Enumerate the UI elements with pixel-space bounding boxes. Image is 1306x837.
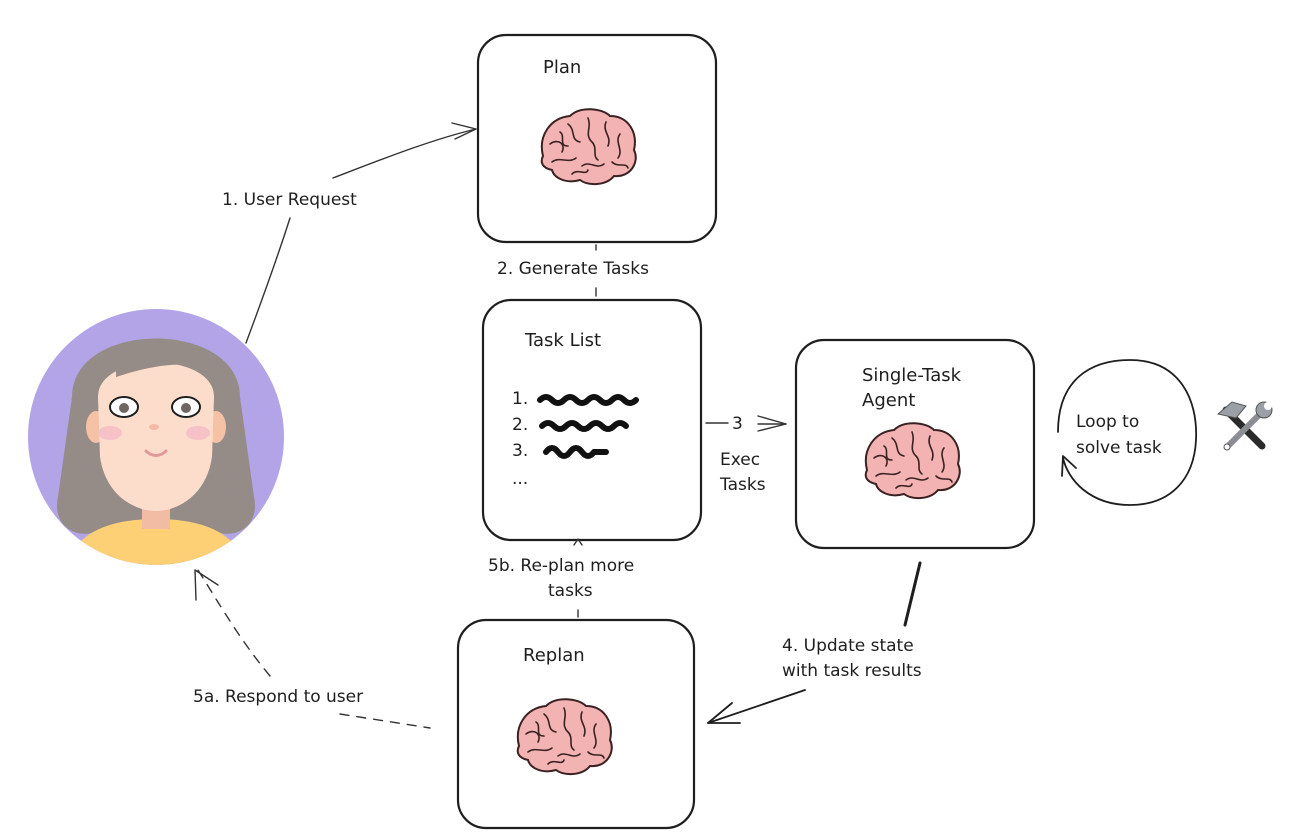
brain-icon [540, 108, 637, 186]
edge-user-request: 1. User Request [222, 122, 477, 344]
edge-label-exec-line2: Tasks [719, 475, 766, 495]
loop-label-line1: Loop to [1076, 412, 1139, 432]
task-item-number: 1. [512, 389, 528, 409]
loop-label-line2: solve task [1076, 438, 1162, 458]
edge-label-exec-line1: Exec [720, 450, 760, 470]
hammer-and-wrench-icon [1216, 401, 1273, 451]
agent-title-line1: Single-Task [862, 365, 962, 386]
task-list-node: Task List 1. 2. 3. ... [481, 298, 703, 542]
edge-generate-tasks: 2. Generate Tasks [497, 244, 649, 297]
replan-node: Replan [456, 618, 696, 830]
brain-icon [864, 422, 961, 500]
brain-icon [516, 698, 613, 776]
single-task-agent-node: Single-Task Agent [794, 338, 1036, 550]
replan-title: Replan [523, 645, 585, 666]
task-scribble [539, 420, 629, 432]
edge-exec-tasks: 3 Exec Tasks [705, 414, 787, 495]
plan-node: Plan [476, 33, 718, 244]
edge-label-replan-line1: 5b. Re-plan more [488, 556, 634, 576]
edge-label-user-request: 1. User Request [222, 190, 357, 210]
plan-title: Plan [543, 57, 581, 78]
edge-update-state: 4. Update state with task results [707, 561, 922, 724]
edge-label-respond: 5a. Respond to user [193, 687, 363, 707]
edge-label-update-line2: with task results [782, 661, 922, 681]
task-item-ellipsis: ... [512, 469, 528, 489]
task-list-title: Task List [524, 330, 601, 351]
edge-step-number: 3 [732, 414, 743, 434]
task-scribble [543, 445, 609, 459]
edge-label-replan-line2: tasks [548, 581, 593, 601]
agent-title-line2: Agent [862, 390, 915, 411]
edge-label-update-line1: 4. Update state [782, 636, 914, 656]
task-item-number: 3. [512, 441, 528, 461]
task-item-number: 2. [512, 415, 528, 435]
loop-cycle: Loop to solve task [1057, 359, 1197, 506]
edge-replan-tasks: 5b. Re-plan more tasks [488, 538, 634, 618]
edge-respond-to-user: 5a. Respond to user [193, 569, 431, 729]
user-avatar [28, 309, 284, 565]
task-scribble [537, 394, 639, 406]
edge-label-generate-tasks: 2. Generate Tasks [497, 259, 649, 279]
